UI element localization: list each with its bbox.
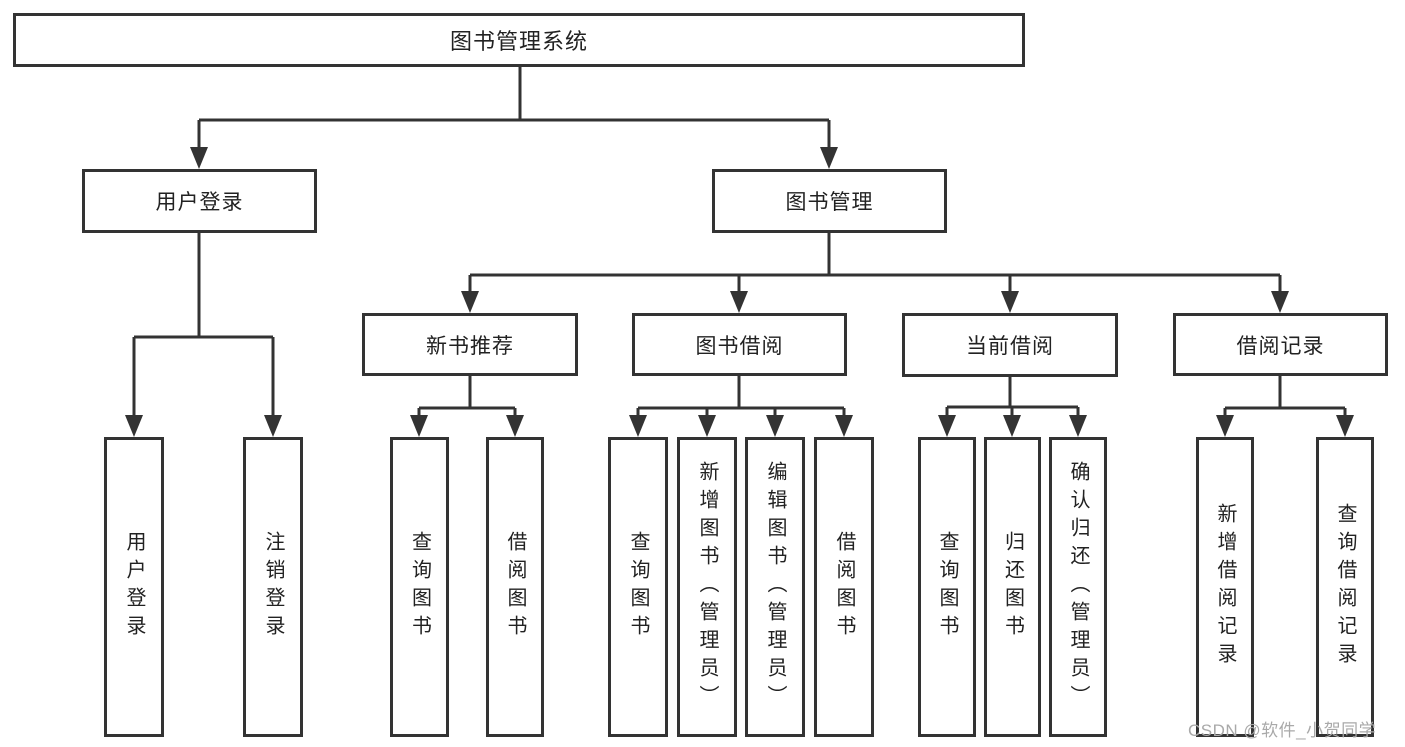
leaf-cb-confirm-return-admin: 确认归还（管理员）: [1049, 437, 1107, 737]
leaf-bb-edit-books-admin: 编辑图书（管理员）: [745, 437, 805, 737]
node-book-management: 图书管理: [712, 169, 947, 233]
leaf-rec-query-books: 查询图书: [390, 437, 449, 737]
leaf-user-login: 用户登录: [104, 437, 164, 737]
leaf-br-add-record: 新增借阅记录: [1196, 437, 1254, 737]
node-user-login: 用户登录: [82, 169, 317, 233]
leaf-rec-borrow-books: 借阅图书: [486, 437, 544, 737]
node-root-library-system: 图书管理系统: [13, 13, 1025, 67]
csdn-watermark: CSDN @软件_小贺同学: [1188, 721, 1377, 740]
leaf-cb-query-books: 查询图书: [918, 437, 976, 737]
leaf-br-query-record: 查询借阅记录: [1316, 437, 1374, 737]
leaf-cb-return-books: 归还图书: [984, 437, 1041, 737]
leaf-logout: 注销登录: [243, 437, 303, 737]
node-new-book-recommend: 新书推荐: [362, 313, 578, 376]
leaf-bb-borrow-books: 借阅图书: [814, 437, 874, 737]
node-book-borrow: 图书借阅: [632, 313, 847, 376]
node-borrow-record: 借阅记录: [1173, 313, 1388, 376]
arrowheads: [125, 147, 1354, 437]
leaf-bb-query-books: 查询图书: [608, 437, 668, 737]
node-current-borrow: 当前借阅: [902, 313, 1118, 377]
leaf-bb-add-books-admin: 新增图书（管理员）: [677, 437, 737, 737]
